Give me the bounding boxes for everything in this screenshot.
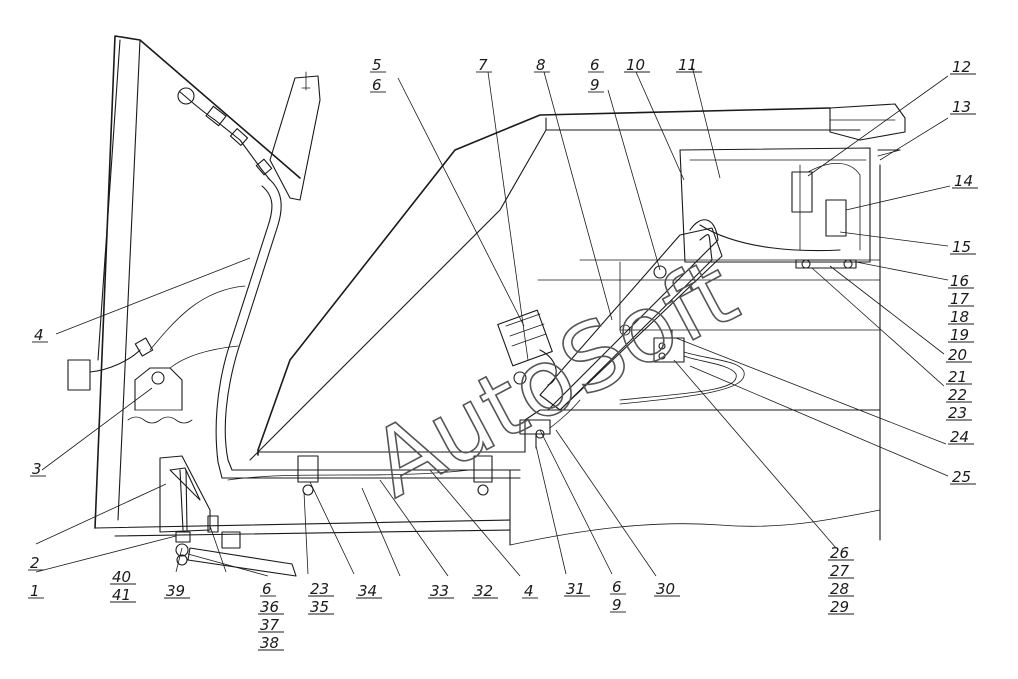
callout-22: 22 [948,386,967,404]
callout-26: 26 [830,544,849,562]
callout-17: 17 [950,290,970,308]
callout-24: 24 [950,428,969,446]
callout-6: 6 [590,56,600,74]
callout-13: 13 [952,98,971,116]
pipe-clamps [297,455,493,496]
callout-40: 40 [112,568,131,586]
callout-7: 7 [478,56,488,74]
callout-41: 41 [112,586,131,604]
callout-16: 16 [950,272,969,290]
callout-5: 5 [372,56,382,74]
callout-11: 11 [678,56,697,74]
callout-labels: 1 2 3 4 4 5 6 7 8 6 9 10 11 12 13 14 15 … [28,56,978,652]
callout-14: 14 [954,172,973,190]
callout-32: 32 [474,582,493,600]
callout-6: 6 [612,578,622,596]
callout-10: 10 [626,56,645,74]
callout-18: 18 [950,308,969,326]
callout-39: 39 [166,582,185,600]
callout-36: 36 [260,598,279,616]
callout-20: 20 [948,346,967,364]
callout-38: 38 [260,634,279,652]
callout-30: 30 [656,580,675,598]
aux-tank [679,147,871,269]
bracket-lower [159,455,297,577]
leader-lines [35,65,951,577]
fuel-filter [825,199,847,237]
fuel-filter [791,171,813,213]
callout-21: 21 [948,368,967,386]
callout-35: 35 [310,598,329,616]
callout-15: 15 [952,238,971,256]
cab-mount-block [67,359,91,391]
callout-37: 37 [260,616,280,634]
fuel-pipe-main [149,177,521,481]
hose-assembly [539,219,723,411]
sensor-assembly [89,337,193,424]
hose-clamp [177,87,195,105]
drain-valve [619,329,745,405]
callout-19: 19 [950,326,969,344]
callout-34: 34 [358,582,377,600]
callout-9: 9 [612,596,622,614]
filler-pipe [177,71,321,201]
callout-28: 28 [830,580,849,598]
callout-27: 27 [830,562,850,580]
callout-31: 31 [566,580,585,598]
callout-33: 33 [430,582,449,600]
callout-12: 12 [952,58,971,76]
callout-4: 4 [34,326,44,344]
cab-frame-left [67,35,511,537]
pump-valve [497,309,557,386]
callout-1: 1 [30,582,40,600]
callout-6: 6 [372,76,382,94]
callout-2: 2 [30,554,40,572]
callout-4: 4 [524,582,534,600]
callout-25: 25 [952,468,971,486]
callout-3: 3 [32,460,42,478]
callout-23: 23 [948,404,967,422]
callout-8: 8 [536,56,546,74]
callout-23: 23 [310,580,329,598]
callout-9: 9 [590,76,600,94]
callout-6: 6 [262,580,272,598]
callout-29: 29 [830,598,849,616]
tank-body [249,107,881,546]
